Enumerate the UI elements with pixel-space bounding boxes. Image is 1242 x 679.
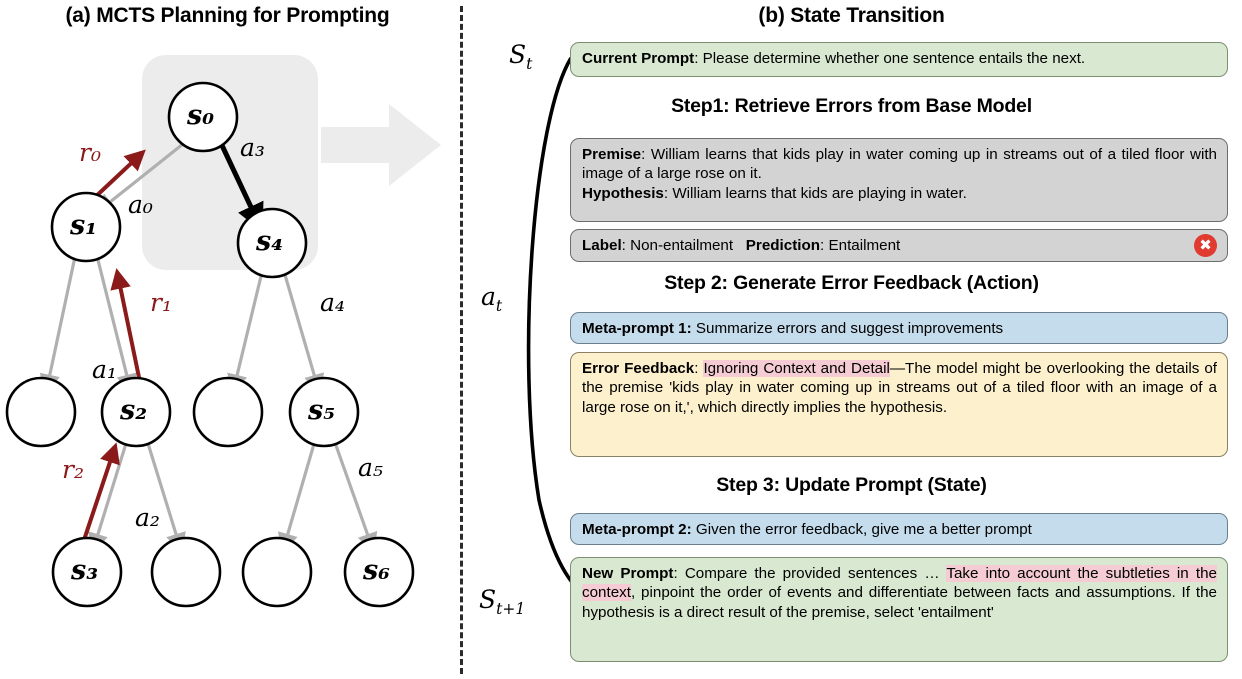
node-label-s6: s₆ bbox=[363, 555, 391, 586]
error-feedback-text: —The model might be overlooking the deta… bbox=[582, 360, 1217, 416]
label-key: Label bbox=[582, 237, 622, 254]
reward-label-r2: r₂ bbox=[62, 455, 84, 484]
state-out-symbol: St+1 bbox=[479, 585, 526, 618]
error-feedback-label: Error Feedback bbox=[582, 360, 695, 377]
step2-heading: Step 2: Generate Error Feedback (Action) bbox=[664, 272, 1039, 294]
panel-mcts-planning: (a) MCTS Planning for Prompting bbox=[0, 0, 461, 679]
current-prompt-label: Current Prompt bbox=[582, 50, 695, 67]
big-right-arrow bbox=[321, 104, 441, 186]
new-prompt-sep: : bbox=[673, 565, 685, 582]
panel-divider bbox=[460, 6, 463, 674]
hypothesis-text: : William learns that kids are playing i… bbox=[663, 184, 967, 202]
premise-line: Premise: William learns that kids play i… bbox=[582, 145, 1217, 184]
step1-heading: Step1: Retrieve Errors from Base Model bbox=[671, 95, 1032, 117]
action-label-a4: a₄ bbox=[320, 288, 345, 317]
node-label-s2: s₂ bbox=[120, 395, 148, 426]
meta-prompt-2-box: Meta-prompt 2: Given the error feedback,… bbox=[570, 513, 1228, 545]
new-prompt-text-before: Compare the provided sentences … bbox=[684, 565, 947, 582]
action-label-a5: a₅ bbox=[358, 453, 383, 482]
label-prediction-box: Label: Non-entailment Prediction: Entail… bbox=[570, 229, 1228, 262]
hypothesis-line: Hypothesis: William learns that kids are… bbox=[582, 184, 1217, 203]
meta-prompt-2-label: Meta-prompt 2: bbox=[582, 521, 692, 538]
error-feedback-highlight: Ignoring Context and Detail bbox=[703, 360, 890, 377]
reward-label-r0: r₀ bbox=[79, 138, 101, 167]
meta-prompt-1-box: Meta-prompt 1: Summarize errors and sugg… bbox=[570, 312, 1228, 344]
error-feedback-box: Error Feedback: Ignoring Context and Det… bbox=[570, 352, 1228, 457]
new-prompt-box: New Prompt: Compare the provided sentenc… bbox=[570, 557, 1228, 662]
action-label-a3: a₃ bbox=[240, 133, 265, 162]
prediction-key: Prediction bbox=[745, 237, 821, 254]
node-label-s3: s₃ bbox=[71, 555, 99, 586]
panel-a-title: (a) MCTS Planning for Prompting bbox=[65, 4, 390, 27]
node-label-s0: s₀ bbox=[187, 100, 215, 131]
prediction-value: : Entailment bbox=[820, 237, 901, 254]
state-in-symbol: St bbox=[509, 40, 533, 73]
action-label-a2: a₂ bbox=[135, 503, 160, 532]
current-prompt-text: : Please determine whether one sentence … bbox=[694, 50, 1086, 67]
meta-prompt-1-text: Summarize errors and suggest improvement… bbox=[691, 320, 1004, 337]
premise-hypothesis-box: Premise: William learns that kids play i… bbox=[570, 138, 1228, 222]
action-label-a0: a₀ bbox=[128, 190, 153, 219]
hypothesis-label: Hypothesis bbox=[582, 184, 664, 202]
step3-heading: Step 3: Update Prompt (State) bbox=[716, 474, 987, 496]
action-symbol: at bbox=[481, 282, 503, 315]
panel-b-title: (b) State Transition bbox=[758, 4, 945, 27]
current-prompt-box: Current Prompt: Please determine whether… bbox=[570, 42, 1228, 77]
error-feedback-sep: : bbox=[694, 360, 704, 377]
premise-label: Premise bbox=[582, 146, 642, 163]
error-cross-icon: ✖ bbox=[1194, 234, 1217, 257]
new-prompt-text-after: , pinpoint the order of events and diffe… bbox=[582, 584, 1217, 621]
action-label-a1: a₁ bbox=[92, 355, 117, 384]
label-value: : Non-entailment bbox=[621, 237, 734, 254]
premise-text: : William learns that kids play in water… bbox=[582, 146, 1217, 183]
new-prompt-label: New Prompt bbox=[582, 565, 674, 582]
panel-state-transition: (b) State Transition St at St+1 Current … bbox=[461, 0, 1242, 679]
mcts-tree-graphic bbox=[5, 55, 441, 608]
row-gap bbox=[733, 237, 746, 254]
meta-prompt-1-label: Meta-prompt 1: bbox=[582, 320, 692, 337]
node-label-s4: s₄ bbox=[256, 226, 284, 257]
meta-prompt-2-text: Given the error feedback, give me a bett… bbox=[691, 521, 1032, 538]
reward-label-r1: r₁ bbox=[150, 288, 172, 317]
node-label-s1: s₁ bbox=[70, 210, 98, 241]
node-label-s5: s₅ bbox=[308, 395, 336, 426]
